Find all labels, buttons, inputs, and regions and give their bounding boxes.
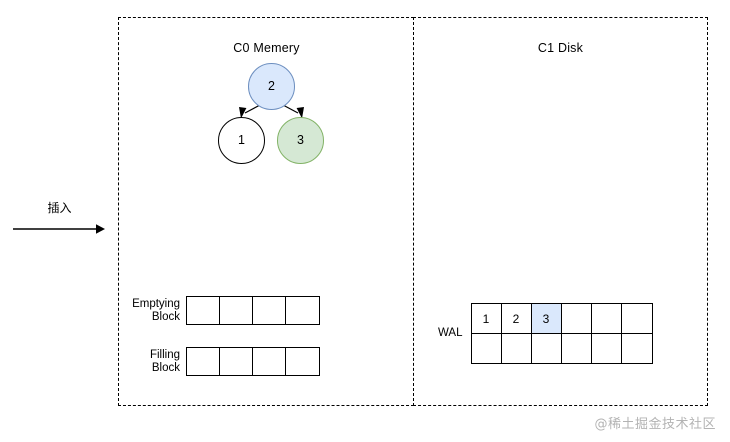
tree-node-right-value: 3	[297, 133, 304, 148]
insert-flow-group: 插入	[12, 200, 107, 242]
filling-block-cell	[220, 348, 253, 375]
emptying-block-cells	[186, 296, 320, 325]
emptying-block-label-line1: Emptying	[132, 297, 180, 310]
filling-block-label: Filling Block	[122, 349, 180, 375]
table-row	[471, 334, 652, 363]
table-row: 1 2 3	[471, 304, 652, 334]
tree-node-right: 3	[277, 117, 324, 164]
filling-block-cells	[186, 347, 320, 376]
tree-edges	[239, 104, 304, 119]
panel-c1-disk: C1 Disk	[413, 17, 708, 406]
filling-block-row: Filling Block	[122, 347, 320, 376]
panel-c1-title: C1 Disk	[537, 41, 584, 55]
filling-block-label-line2: Block	[151, 361, 180, 374]
wal-cell: 2	[501, 304, 532, 333]
insert-label: 插入	[47, 201, 72, 215]
wal-cell	[621, 334, 652, 363]
filling-block-cell	[253, 348, 286, 375]
panel-c0-title: C0 Memery	[233, 41, 300, 55]
emptying-block-cell	[286, 297, 319, 324]
wal-cell	[621, 304, 652, 333]
wal-cell-highlighted: 3	[531, 304, 562, 333]
wal-cell	[561, 334, 592, 363]
emptying-block-label: Emptying Block	[122, 298, 180, 324]
right-arrow-icon	[13, 224, 105, 234]
wal-cell	[471, 334, 502, 363]
wal-label: WAL	[438, 327, 463, 339]
filling-block-cell	[187, 348, 220, 375]
tree-node-root: 2	[248, 63, 295, 110]
wal-cell	[591, 334, 622, 363]
memtable-tree: 2 1 3	[205, 63, 335, 178]
emptying-block-row: Emptying Block	[122, 296, 320, 325]
emptying-block-cell	[253, 297, 286, 324]
watermark: @稀土掘金技术社区	[594, 417, 716, 432]
emptying-block-cell	[187, 297, 220, 324]
emptying-block-label-line2: Block	[151, 310, 180, 323]
filling-block-label-line1: Filling	[149, 348, 180, 361]
wal-cell	[531, 334, 562, 363]
panel-c0-memory: C0 Memery	[118, 17, 414, 406]
tree-node-left: 1	[218, 117, 265, 164]
tree-node-root-value: 2	[268, 79, 275, 94]
wal-row: WAL 1 2 3	[438, 303, 653, 364]
wal-cell	[561, 304, 592, 333]
wal-table: 1 2 3	[470, 303, 653, 364]
filling-block-cell	[286, 348, 319, 375]
emptying-block-cell	[220, 297, 253, 324]
wal-cell: 1	[471, 304, 502, 333]
wal-cell	[501, 334, 532, 363]
tree-node-left-value: 1	[238, 133, 245, 148]
wal-cell	[591, 304, 622, 333]
